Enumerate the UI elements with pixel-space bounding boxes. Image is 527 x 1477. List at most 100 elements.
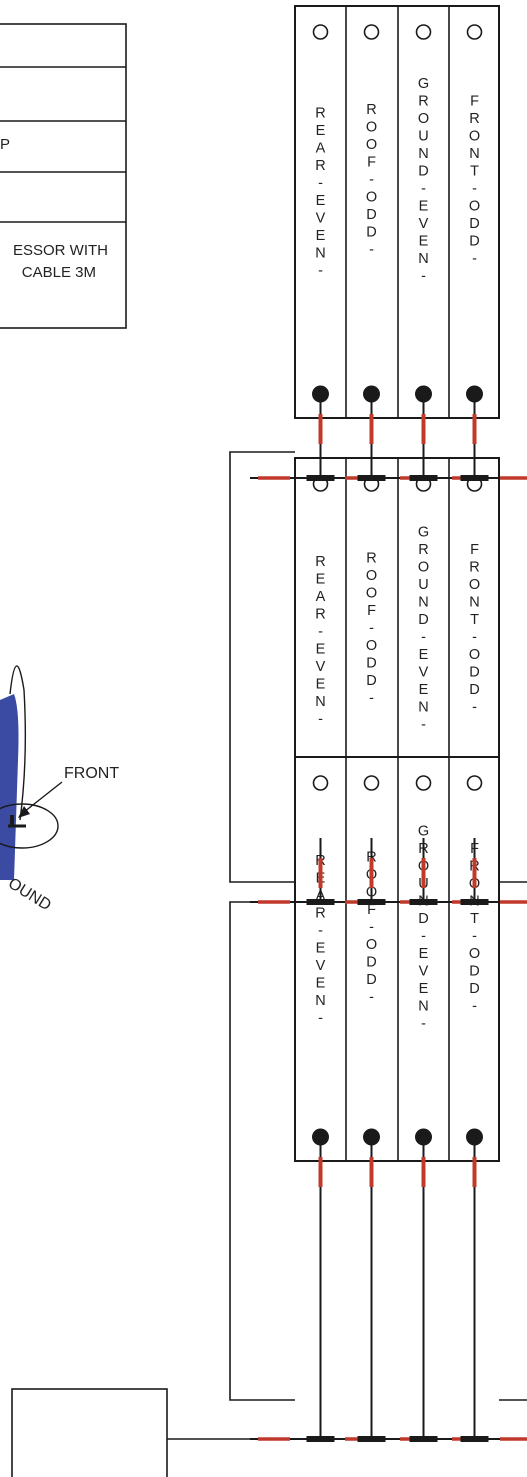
rack-frame	[294, 756, 500, 1162]
column-label-char: O	[469, 577, 480, 593]
front-label: FRONT	[64, 765, 120, 782]
column-label-char: -	[472, 251, 477, 267]
column-label-char: -	[369, 621, 374, 637]
t-junction	[357, 1436, 386, 1442]
column-label-char: E	[316, 571, 326, 587]
column-label-char: O	[418, 111, 429, 127]
column-label-char: R	[418, 542, 428, 558]
t-junction	[306, 1436, 335, 1442]
column-label-char: -	[318, 1010, 323, 1026]
column-label-char: V	[316, 210, 326, 226]
column-label-char: O	[366, 120, 377, 136]
mount-hole	[312, 775, 329, 791]
column-label-char: N	[418, 251, 428, 267]
column-label-char: E	[316, 940, 326, 956]
column-label-char: O	[366, 937, 377, 953]
t-junction	[409, 899, 438, 905]
legend-row-partial-text: P	[0, 136, 11, 153]
column-label-char: D	[366, 225, 376, 241]
column-label-char: T	[470, 911, 479, 927]
column-label-char: E	[316, 641, 326, 657]
column-label-char: R	[469, 111, 479, 127]
column-label-char: -	[421, 629, 426, 645]
column-label-char: -	[318, 175, 323, 191]
column-label-char: F	[470, 93, 479, 109]
sensor-body	[0, 694, 19, 880]
column-label-char: -	[421, 928, 426, 944]
mount-hole	[312, 24, 329, 40]
column-label-char: -	[421, 1016, 426, 1032]
mount-hole	[363, 775, 380, 791]
controller-box	[11, 1388, 168, 1477]
column-label-char: R	[315, 554, 325, 570]
mount-hole	[415, 24, 432, 40]
loop-cable	[229, 901, 295, 1401]
column-label-char: -	[369, 920, 374, 936]
column-label-char: D	[469, 981, 479, 997]
mount-hole	[466, 24, 483, 40]
column-label-char: R	[366, 551, 376, 567]
column-label-char: U	[418, 128, 428, 144]
column-label-char: E	[419, 647, 429, 663]
sensor-clip-tab	[10, 815, 14, 827]
column-label-char: N	[418, 146, 428, 162]
column-label-char: D	[366, 955, 376, 971]
column-label-char: A	[316, 140, 326, 156]
column-label-char: A	[316, 589, 326, 605]
column-label-char: G	[418, 76, 429, 92]
column-label-char: -	[472, 629, 477, 645]
column-label-char: E	[419, 946, 429, 962]
column-label-char: N	[418, 699, 428, 715]
column-label-char: N	[418, 594, 428, 610]
column-label-char: O	[366, 190, 377, 206]
column-label-char: O	[366, 586, 377, 602]
column-label-char: E	[316, 228, 326, 244]
column-label-char: R	[315, 158, 325, 174]
column-label-char: -	[472, 998, 477, 1014]
column-label-char: V	[419, 963, 429, 979]
column-label-char: -	[421, 181, 426, 197]
column-label-char: D	[469, 963, 479, 979]
column-label-char: N	[418, 998, 428, 1014]
t-junction	[460, 899, 489, 905]
column-label-char: -	[369, 990, 374, 1006]
column-label-char: R	[469, 559, 479, 575]
column-label-char: D	[469, 664, 479, 680]
column-label-char: F	[367, 603, 376, 619]
column-label-char: D	[469, 682, 479, 698]
column-label-char: N	[469, 594, 479, 610]
legend-row-processor-line1: ESSOR WITH	[12, 242, 108, 259]
column-label-char: -	[369, 242, 374, 258]
column-label-char: R	[366, 102, 376, 118]
column-label-char: -	[318, 923, 323, 939]
mount-hole	[466, 775, 483, 791]
column-label-char: T	[470, 612, 479, 628]
column-label-char: F	[367, 902, 376, 918]
t-junction	[306, 899, 335, 905]
column-label-char: O	[469, 198, 480, 214]
sensor-cable-loop	[0, 803, 59, 849]
column-label-char: F	[367, 155, 376, 171]
column-label-char: U	[418, 577, 428, 593]
column-label-char: D	[418, 911, 428, 927]
column-label-char: D	[418, 612, 428, 628]
column-label-char: G	[418, 524, 429, 540]
front-arrow-head	[18, 806, 30, 818]
column-label-char: V	[419, 664, 429, 680]
column-label-char: O	[469, 647, 480, 663]
column-label-char: E	[419, 981, 429, 997]
column-label-char: V	[316, 958, 326, 974]
column-label-char: -	[421, 268, 426, 284]
column-label-char: N	[315, 694, 325, 710]
t-junction	[357, 475, 386, 481]
column-label-char: -	[421, 717, 426, 733]
column-label-char: D	[366, 673, 376, 689]
legend-table-frame	[0, 23, 127, 329]
column-label-char: R	[315, 905, 325, 921]
column-label-char: -	[318, 624, 323, 640]
column-label-char: O	[366, 137, 377, 153]
column-label-char: N	[469, 146, 479, 162]
column-label-char: E	[419, 198, 429, 214]
mount-hole	[363, 24, 380, 40]
